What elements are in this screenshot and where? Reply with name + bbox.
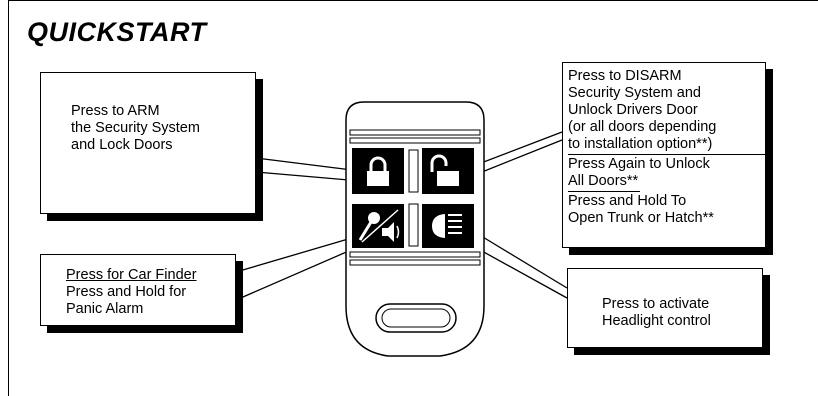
arm-callout-line: and Lock Doors — [71, 137, 173, 153]
headlight-button[interactable] — [422, 204, 474, 248]
unlock-all-line: Press Again to Unlock — [568, 156, 710, 172]
unlock-button[interactable] — [422, 148, 474, 194]
disarm-callout-line: (or all doors depending — [568, 119, 717, 135]
car-finder-callout: Press for Car Finder Press and Hold for … — [40, 254, 236, 326]
arm-callout: Press to ARM the Security System and Loc… — [40, 72, 256, 214]
car-finder-panic-button[interactable] — [352, 204, 404, 248]
unlock-icon — [430, 154, 459, 186]
headlight-callout: Press to activate Headlight control — [567, 268, 763, 348]
headlight-callout-line: Press to activate — [602, 296, 710, 312]
panic-alarm-line: Press and Hold for — [66, 284, 187, 300]
page-title: QUICKSTART — [27, 17, 207, 47]
car-finder-line: Press for Car Finder — [66, 267, 197, 283]
trunk-line: Press and Hold To — [568, 193, 687, 209]
key-speaker-icon — [358, 209, 400, 243]
trunk-line: Open Trunk or Hatch** — [568, 210, 714, 226]
unlock-all-line: All Doors** — [568, 173, 640, 192]
headlight-icon — [432, 214, 462, 238]
panic-alarm-line: Panic Alarm — [66, 301, 144, 317]
arm-callout-line: Press to ARM — [71, 103, 160, 119]
lock-icon — [367, 156, 389, 186]
disarm-callout-line: Unlock Drivers Door — [568, 102, 698, 118]
disarm-callout: Press to DISARM Security System and Unlo… — [562, 62, 766, 248]
disarm-callout-line: to installation option**) — [568, 136, 765, 155]
disarm-callout-line: Security System and — [568, 85, 701, 101]
headlight-callout-line: Headlight control — [602, 313, 711, 329]
lock-button[interactable] — [352, 148, 404, 194]
arm-callout-line: the Security System — [71, 120, 200, 136]
disarm-callout-line: Press to DISARM — [568, 68, 682, 84]
quickstart-frame — [8, 0, 818, 396]
